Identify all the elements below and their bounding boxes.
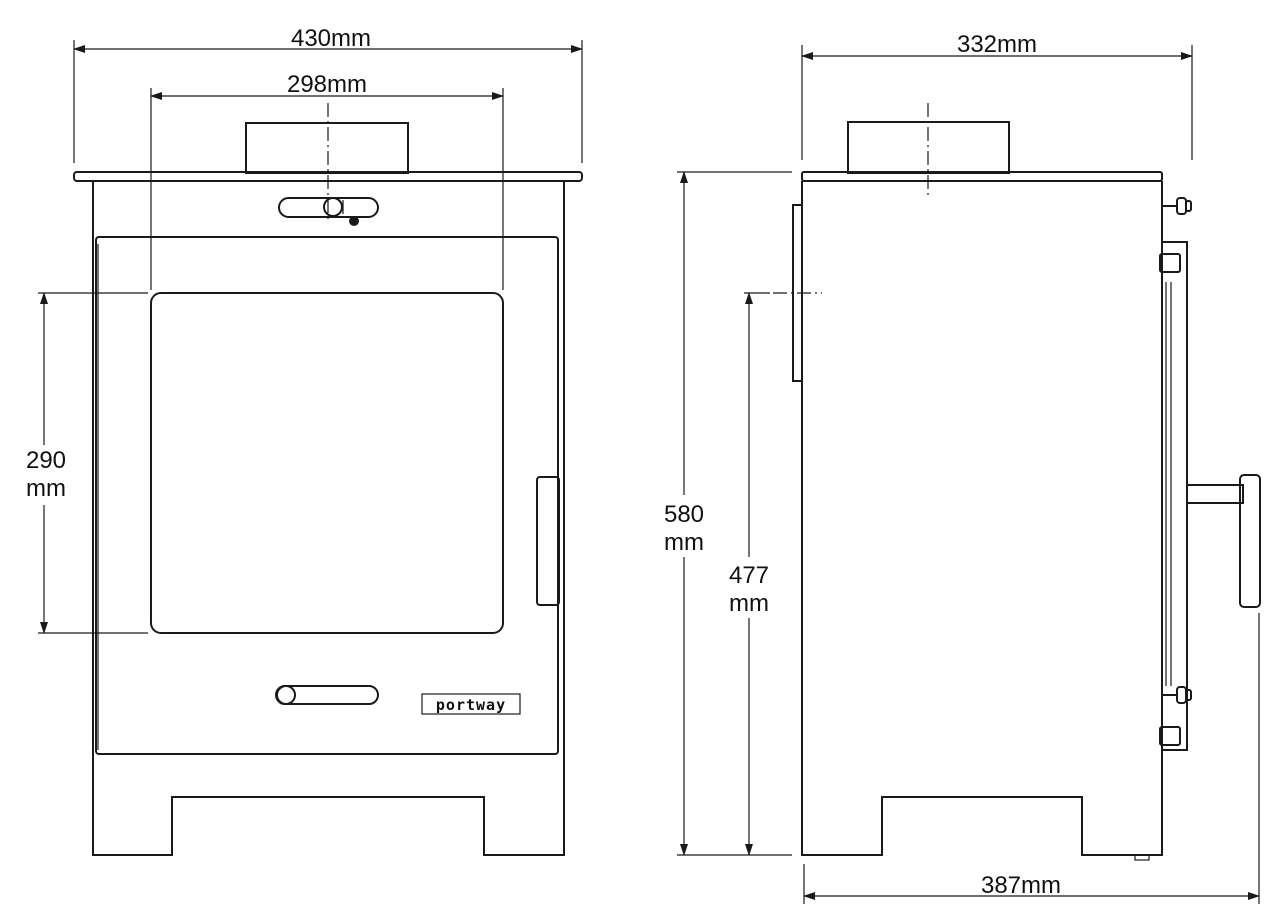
dim-overall-width-label: 430mm xyxy=(291,25,371,52)
dim-glass-height-value: 290 xyxy=(26,447,66,474)
front-door-handle xyxy=(536,476,560,606)
side-handle-shaft xyxy=(1186,484,1244,504)
dim-depth-label: 332mm xyxy=(957,31,1037,58)
brand-plate xyxy=(421,693,521,715)
front-top-air-knob xyxy=(323,197,343,217)
front-top-air-pin xyxy=(349,216,359,226)
side-upper-hinge xyxy=(1159,253,1181,273)
front-flue-collar xyxy=(245,122,409,174)
brand-logo: portway xyxy=(436,696,506,714)
dim-overall-depth-label: 387mm xyxy=(981,872,1061,899)
side-bottom-air-knob xyxy=(1162,686,1192,704)
dim-flue-height-value: 477 xyxy=(729,562,769,589)
front-view: portway 430mm 298mm 290 mm xyxy=(26,25,583,856)
side-handle-grip xyxy=(1239,474,1261,608)
dim-flue-height-unit: mm xyxy=(729,590,769,617)
dim-glass-height-unit: mm xyxy=(26,475,66,502)
dim-overall-height-value: 580 xyxy=(664,501,704,528)
front-door xyxy=(95,236,559,755)
front-body xyxy=(92,181,565,856)
dim-glass-width-label: 298mm xyxy=(287,71,367,98)
side-body xyxy=(801,181,1163,856)
side-lower-hinge xyxy=(1159,726,1181,746)
side-top-plate xyxy=(801,171,1163,182)
side-view: 332mm 387mm 580 mm 477 mm xyxy=(664,31,1261,904)
dim-overall-height-unit: mm xyxy=(664,529,704,556)
side-top-air-knob xyxy=(1162,197,1192,215)
front-bottom-air-knob xyxy=(276,685,296,705)
side-foot-stud xyxy=(1134,854,1150,861)
front-glass xyxy=(150,292,504,634)
